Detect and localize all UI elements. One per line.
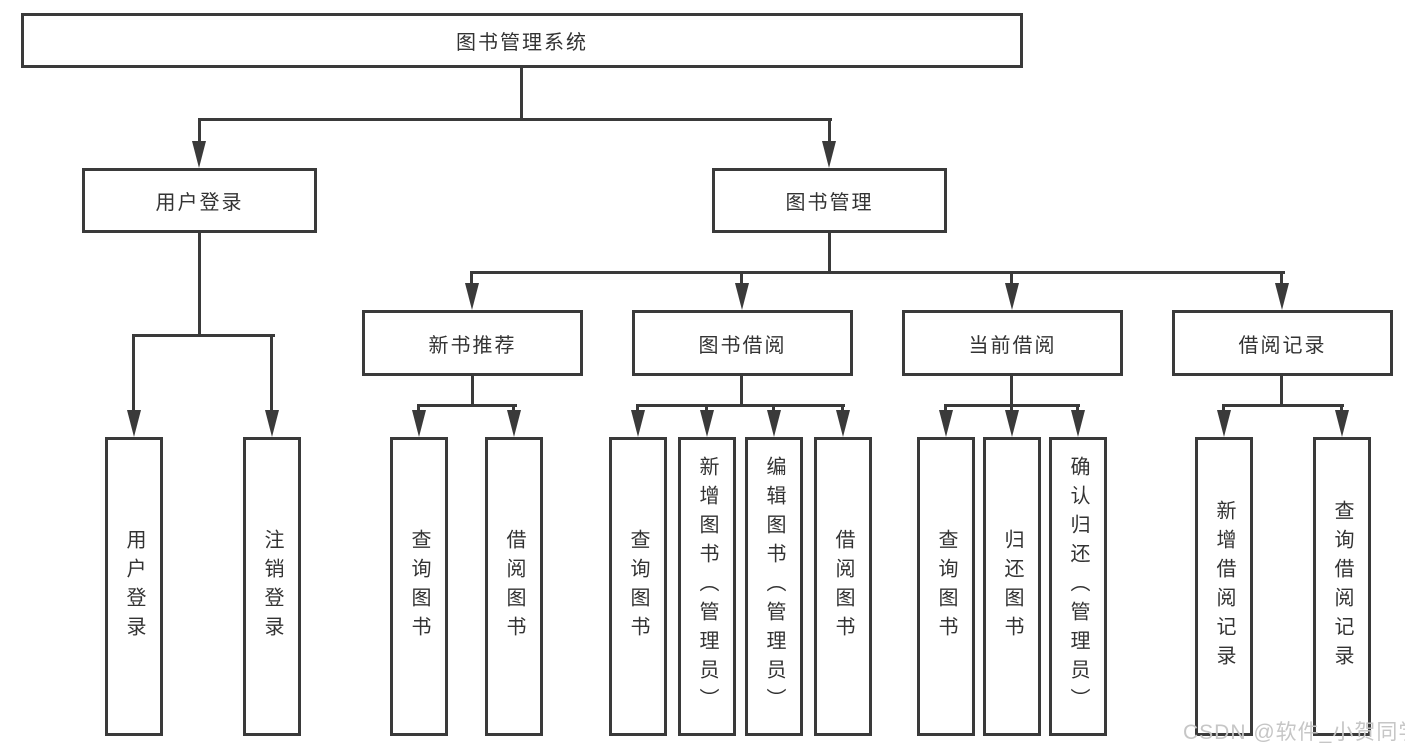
arrow-down-icon xyxy=(1275,283,1289,310)
node-label: 借阅记录 xyxy=(1238,334,1327,357)
leaf-return-book: 归还图书 xyxy=(983,437,1041,736)
node-label: 借阅图书 xyxy=(832,528,854,645)
leaf-query-borrow-record: 查询借阅记录 xyxy=(1313,437,1371,736)
connector-line xyxy=(470,274,473,285)
arrow-down-icon xyxy=(1217,410,1231,437)
node-label: 归还图书 xyxy=(1001,528,1023,645)
arrow-down-icon xyxy=(127,410,141,437)
node-user-login: 用户登录 xyxy=(82,168,317,233)
node-label: 查询图书 xyxy=(935,528,957,645)
arrow-down-icon xyxy=(700,410,714,437)
connector-line xyxy=(740,274,743,285)
connector-line xyxy=(1010,274,1013,285)
node-label: 借阅图书 xyxy=(503,528,525,645)
leaf-add-borrow-record: 新增借阅记录 xyxy=(1195,437,1253,736)
arrow-down-icon xyxy=(1005,410,1019,437)
connector-line xyxy=(520,68,523,121)
node-label: 图书借阅 xyxy=(698,334,787,357)
arrow-down-icon xyxy=(507,410,521,437)
leaf-add-book-admin: 新增图书（管理员） xyxy=(678,437,736,736)
arrow-down-icon xyxy=(939,410,953,437)
connector-line xyxy=(270,337,273,413)
connector-line xyxy=(828,233,831,274)
connector-line xyxy=(198,120,201,143)
node-book-management: 图书管理 xyxy=(712,168,947,233)
arrow-down-icon xyxy=(735,283,749,310)
leaf-edit-book-admin: 编辑图书（管理员） xyxy=(745,437,803,736)
connector-line xyxy=(417,404,517,407)
arrow-down-icon xyxy=(822,141,836,168)
arrow-down-icon xyxy=(412,410,426,437)
connector-line xyxy=(470,271,1285,274)
arrow-down-icon xyxy=(465,283,479,310)
leaf-logout: 注销登录 xyxy=(243,437,301,736)
connector-line xyxy=(740,376,743,407)
connector-line xyxy=(828,120,831,143)
leaf-confirm-return-admin: 确认归还（管理员） xyxy=(1049,437,1107,736)
node-root-library-system: 图书管理系统 xyxy=(21,13,1023,68)
connector-line xyxy=(132,334,275,337)
node-label: 用户登录 xyxy=(155,192,244,214)
leaf-borrow-book-recommend: 借阅图书 xyxy=(485,437,543,736)
node-label: 确认归还（管理员） xyxy=(1067,456,1089,717)
node-label: 图书管理系统 xyxy=(456,32,588,54)
node-borrowing-records: 借阅记录 xyxy=(1172,310,1393,376)
node-label: 新书推荐 xyxy=(428,334,517,357)
leaf-query-book-borrowing: 查询图书 xyxy=(609,437,667,736)
leaf-query-book-current: 查询图书 xyxy=(917,437,975,736)
connector-line xyxy=(1280,376,1283,407)
node-new-book-recommend: 新书推荐 xyxy=(362,310,583,376)
arrow-down-icon xyxy=(836,410,850,437)
node-current-borrowing: 当前借阅 xyxy=(902,310,1123,376)
connector-line xyxy=(198,118,832,121)
connector-line xyxy=(1222,404,1344,407)
node-label: 查询图书 xyxy=(627,528,649,645)
node-label: 图书管理 xyxy=(785,192,874,214)
leaf-borrow-book: 借阅图书 xyxy=(814,437,872,736)
node-label: 新增图书（管理员） xyxy=(696,456,718,717)
arrow-down-icon xyxy=(767,410,781,437)
node-book-borrowing: 图书借阅 xyxy=(632,310,853,376)
connector-line xyxy=(1280,274,1283,285)
connector-line xyxy=(944,404,1080,407)
arrow-down-icon xyxy=(1005,283,1019,310)
node-label: 查询借阅记录 xyxy=(1331,499,1353,674)
arrow-down-icon xyxy=(631,410,645,437)
node-label: 新增借阅记录 xyxy=(1213,499,1235,674)
node-label: 当前借阅 xyxy=(968,334,1057,357)
node-label: 用户登录 xyxy=(123,528,145,645)
csdn-watermark: CSDN @软件_小贺同学 xyxy=(1183,721,1405,744)
connector-line xyxy=(471,376,474,407)
node-label: 编辑图书（管理员） xyxy=(763,456,785,717)
arrow-down-icon xyxy=(192,141,206,168)
connector-line xyxy=(198,233,201,337)
node-label: 注销登录 xyxy=(261,528,283,645)
connector-line xyxy=(132,337,135,413)
connector-line xyxy=(636,404,845,407)
arrow-down-icon xyxy=(1071,410,1085,437)
leaf-query-book-recommend: 查询图书 xyxy=(390,437,448,736)
arrow-down-icon xyxy=(1335,410,1349,437)
arrow-down-icon xyxy=(265,410,279,437)
connector-line xyxy=(1010,376,1013,407)
leaf-user-login: 用户登录 xyxy=(105,437,163,736)
node-label: 查询图书 xyxy=(408,528,430,645)
